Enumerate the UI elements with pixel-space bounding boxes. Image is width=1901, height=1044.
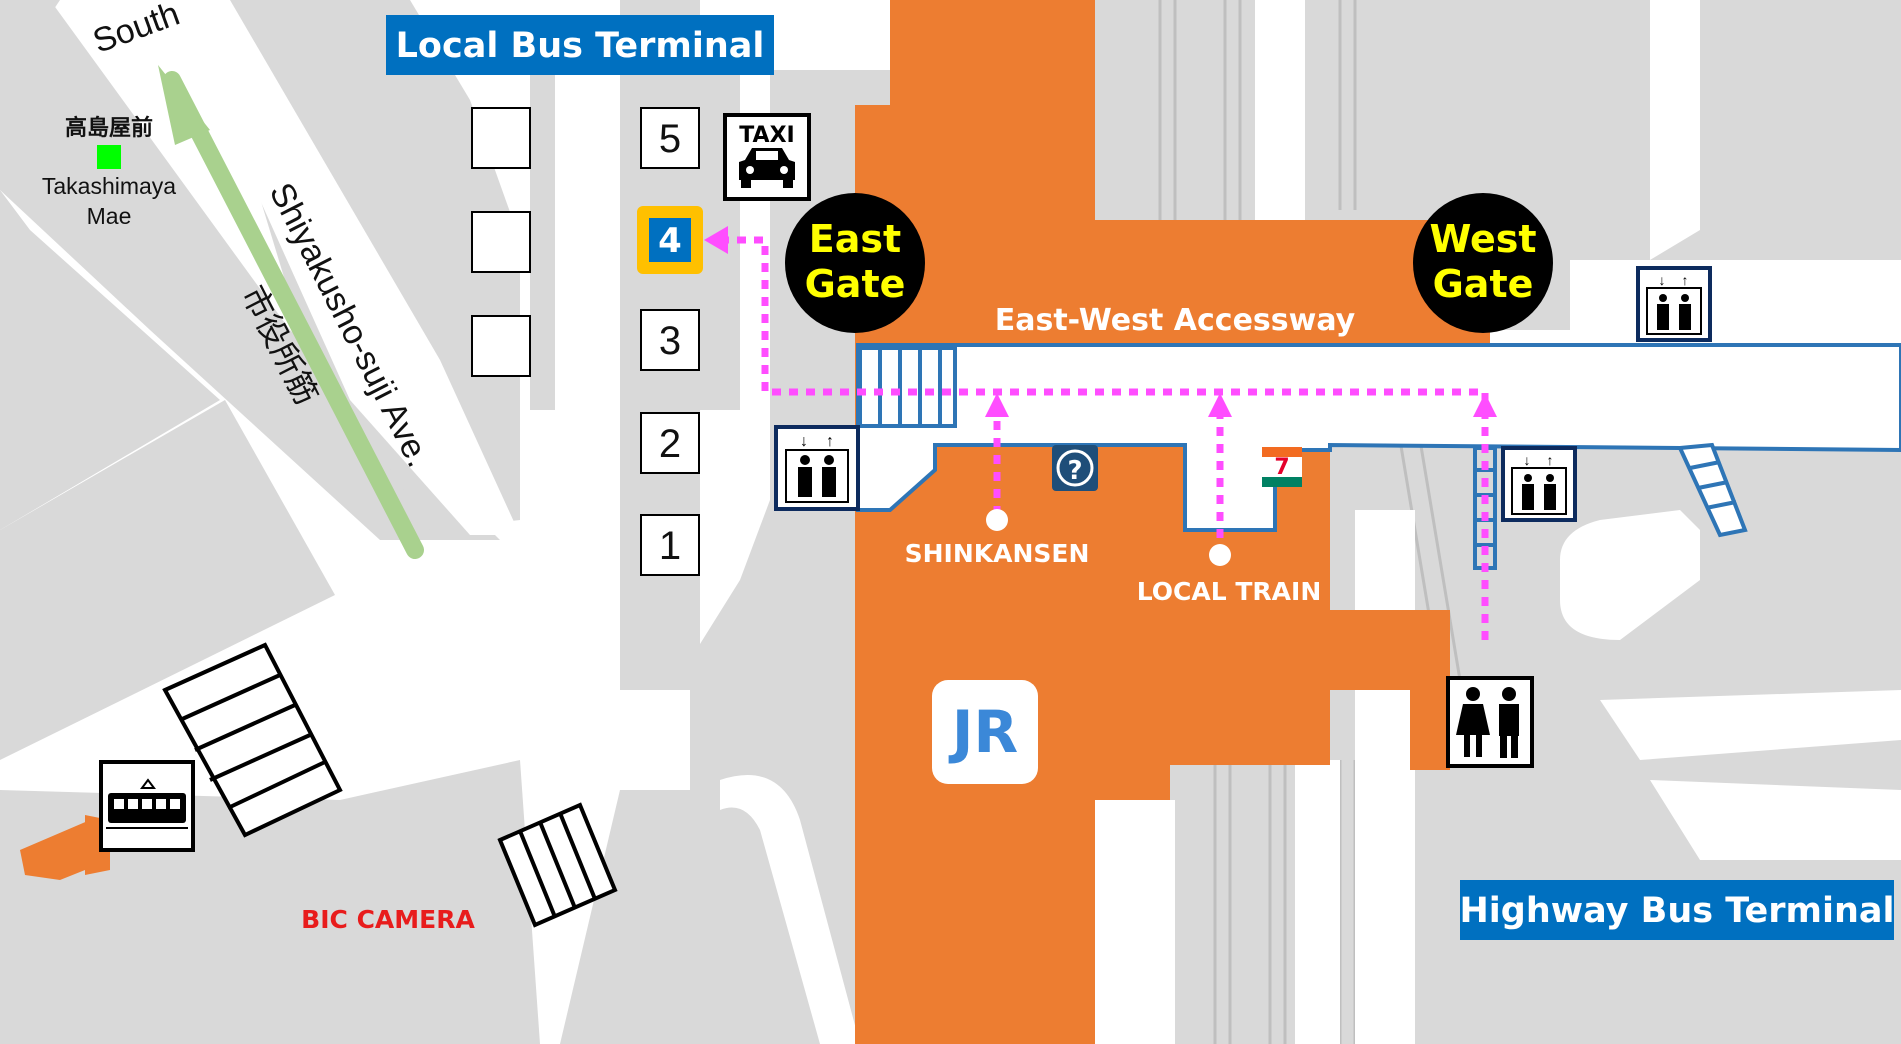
bic-camera-label: BIC CAMERA <box>301 905 475 934</box>
svg-text:↓: ↓ <box>1524 452 1531 468</box>
info-icon: ? <box>1052 445 1098 491</box>
svg-text:Local Bus Terminal: Local Bus Terminal <box>396 26 765 66</box>
tram-stop-name-ja: 高島屋前 <box>65 115 153 140</box>
west-gate: West Gate <box>1413 193 1553 333</box>
svg-text:2: 2 <box>659 422 681 466</box>
elevator-icon-west: ↓ ↑ <box>1501 446 1577 522</box>
svg-text:West: West <box>1429 217 1536 261</box>
svg-text:Highway Bus Terminal: Highway Bus Terminal <box>1460 891 1895 931</box>
bus-bay-5: 5 <box>640 107 700 169</box>
svg-text:1: 1 <box>659 524 681 568</box>
svg-text:TAXI: TAXI <box>739 123 794 148</box>
svg-text:JR: JR <box>948 698 1018 766</box>
svg-text:SHINKANSEN: SHINKANSEN <box>905 539 1090 568</box>
svg-text:4: 4 <box>658 221 682 261</box>
bus-bay-4-highlighted: 4 <box>637 206 703 274</box>
svg-text:↑: ↑ <box>1682 272 1689 288</box>
taxi-icon: TAXI <box>723 113 811 201</box>
avenue-direction-arrow <box>158 65 210 145</box>
svg-text:Gate: Gate <box>805 262 906 306</box>
svg-text:5: 5 <box>659 117 681 161</box>
svg-text:↑: ↑ <box>826 433 834 450</box>
svg-text:↑: ↑ <box>1547 452 1554 468</box>
tram-icon <box>99 760 195 852</box>
svg-text:LOCAL TRAIN: LOCAL TRAIN <box>1137 577 1322 606</box>
east-gate: East Gate <box>785 193 925 333</box>
tram-stop-takashimaya-mae: 高島屋前 Takashimaya Mae <box>42 115 176 229</box>
accessway-stairs-far-west <box>1677 442 1748 538</box>
svg-text:3: 3 <box>659 319 681 363</box>
svg-text:East: East <box>809 217 901 261</box>
bus-bay-2: 2 <box>640 412 700 474</box>
highway-bus-terminal-heading: Highway Bus Terminal <box>1460 880 1895 940</box>
elevator-icon-far-west: ↓ ↑ <box>1636 266 1712 342</box>
svg-text:7: 7 <box>1274 455 1289 480</box>
walking-routes <box>718 236 1489 640</box>
svg-text:↓: ↓ <box>800 433 808 450</box>
local-train-destination: LOCAL TRAIN <box>1137 544 1322 606</box>
svg-text:Mae: Mae <box>87 203 132 229</box>
crosswalk-bottom <box>497 802 618 928</box>
elevator-icon-east: ↓ ↑ <box>774 425 860 511</box>
svg-text:↓: ↓ <box>1659 272 1666 288</box>
bus-bays-unnumbered <box>471 107 531 377</box>
route-arrowheads <box>704 226 1497 417</box>
svg-text:Gate: Gate <box>1433 262 1534 306</box>
convenience-store-icon: 7 <box>1262 447 1302 487</box>
avenue-line <box>163 71 424 559</box>
svg-text:Takashimaya: Takashimaya <box>42 173 176 199</box>
accessway-stairs-east <box>858 346 957 428</box>
bus-bay-1: 1 <box>640 514 700 576</box>
restroom-icon <box>1446 676 1534 768</box>
local-bus-terminal-heading: Local Bus Terminal <box>386 15 774 75</box>
accessway-label: East-West Accessway <box>995 303 1356 338</box>
bus-bay-3: 3 <box>640 309 700 371</box>
jr-logo-icon: JR <box>932 680 1038 784</box>
crosswalk-left <box>162 642 343 838</box>
shinkansen-destination: SHINKANSEN <box>905 509 1090 568</box>
svg-text:?: ? <box>1067 456 1082 486</box>
